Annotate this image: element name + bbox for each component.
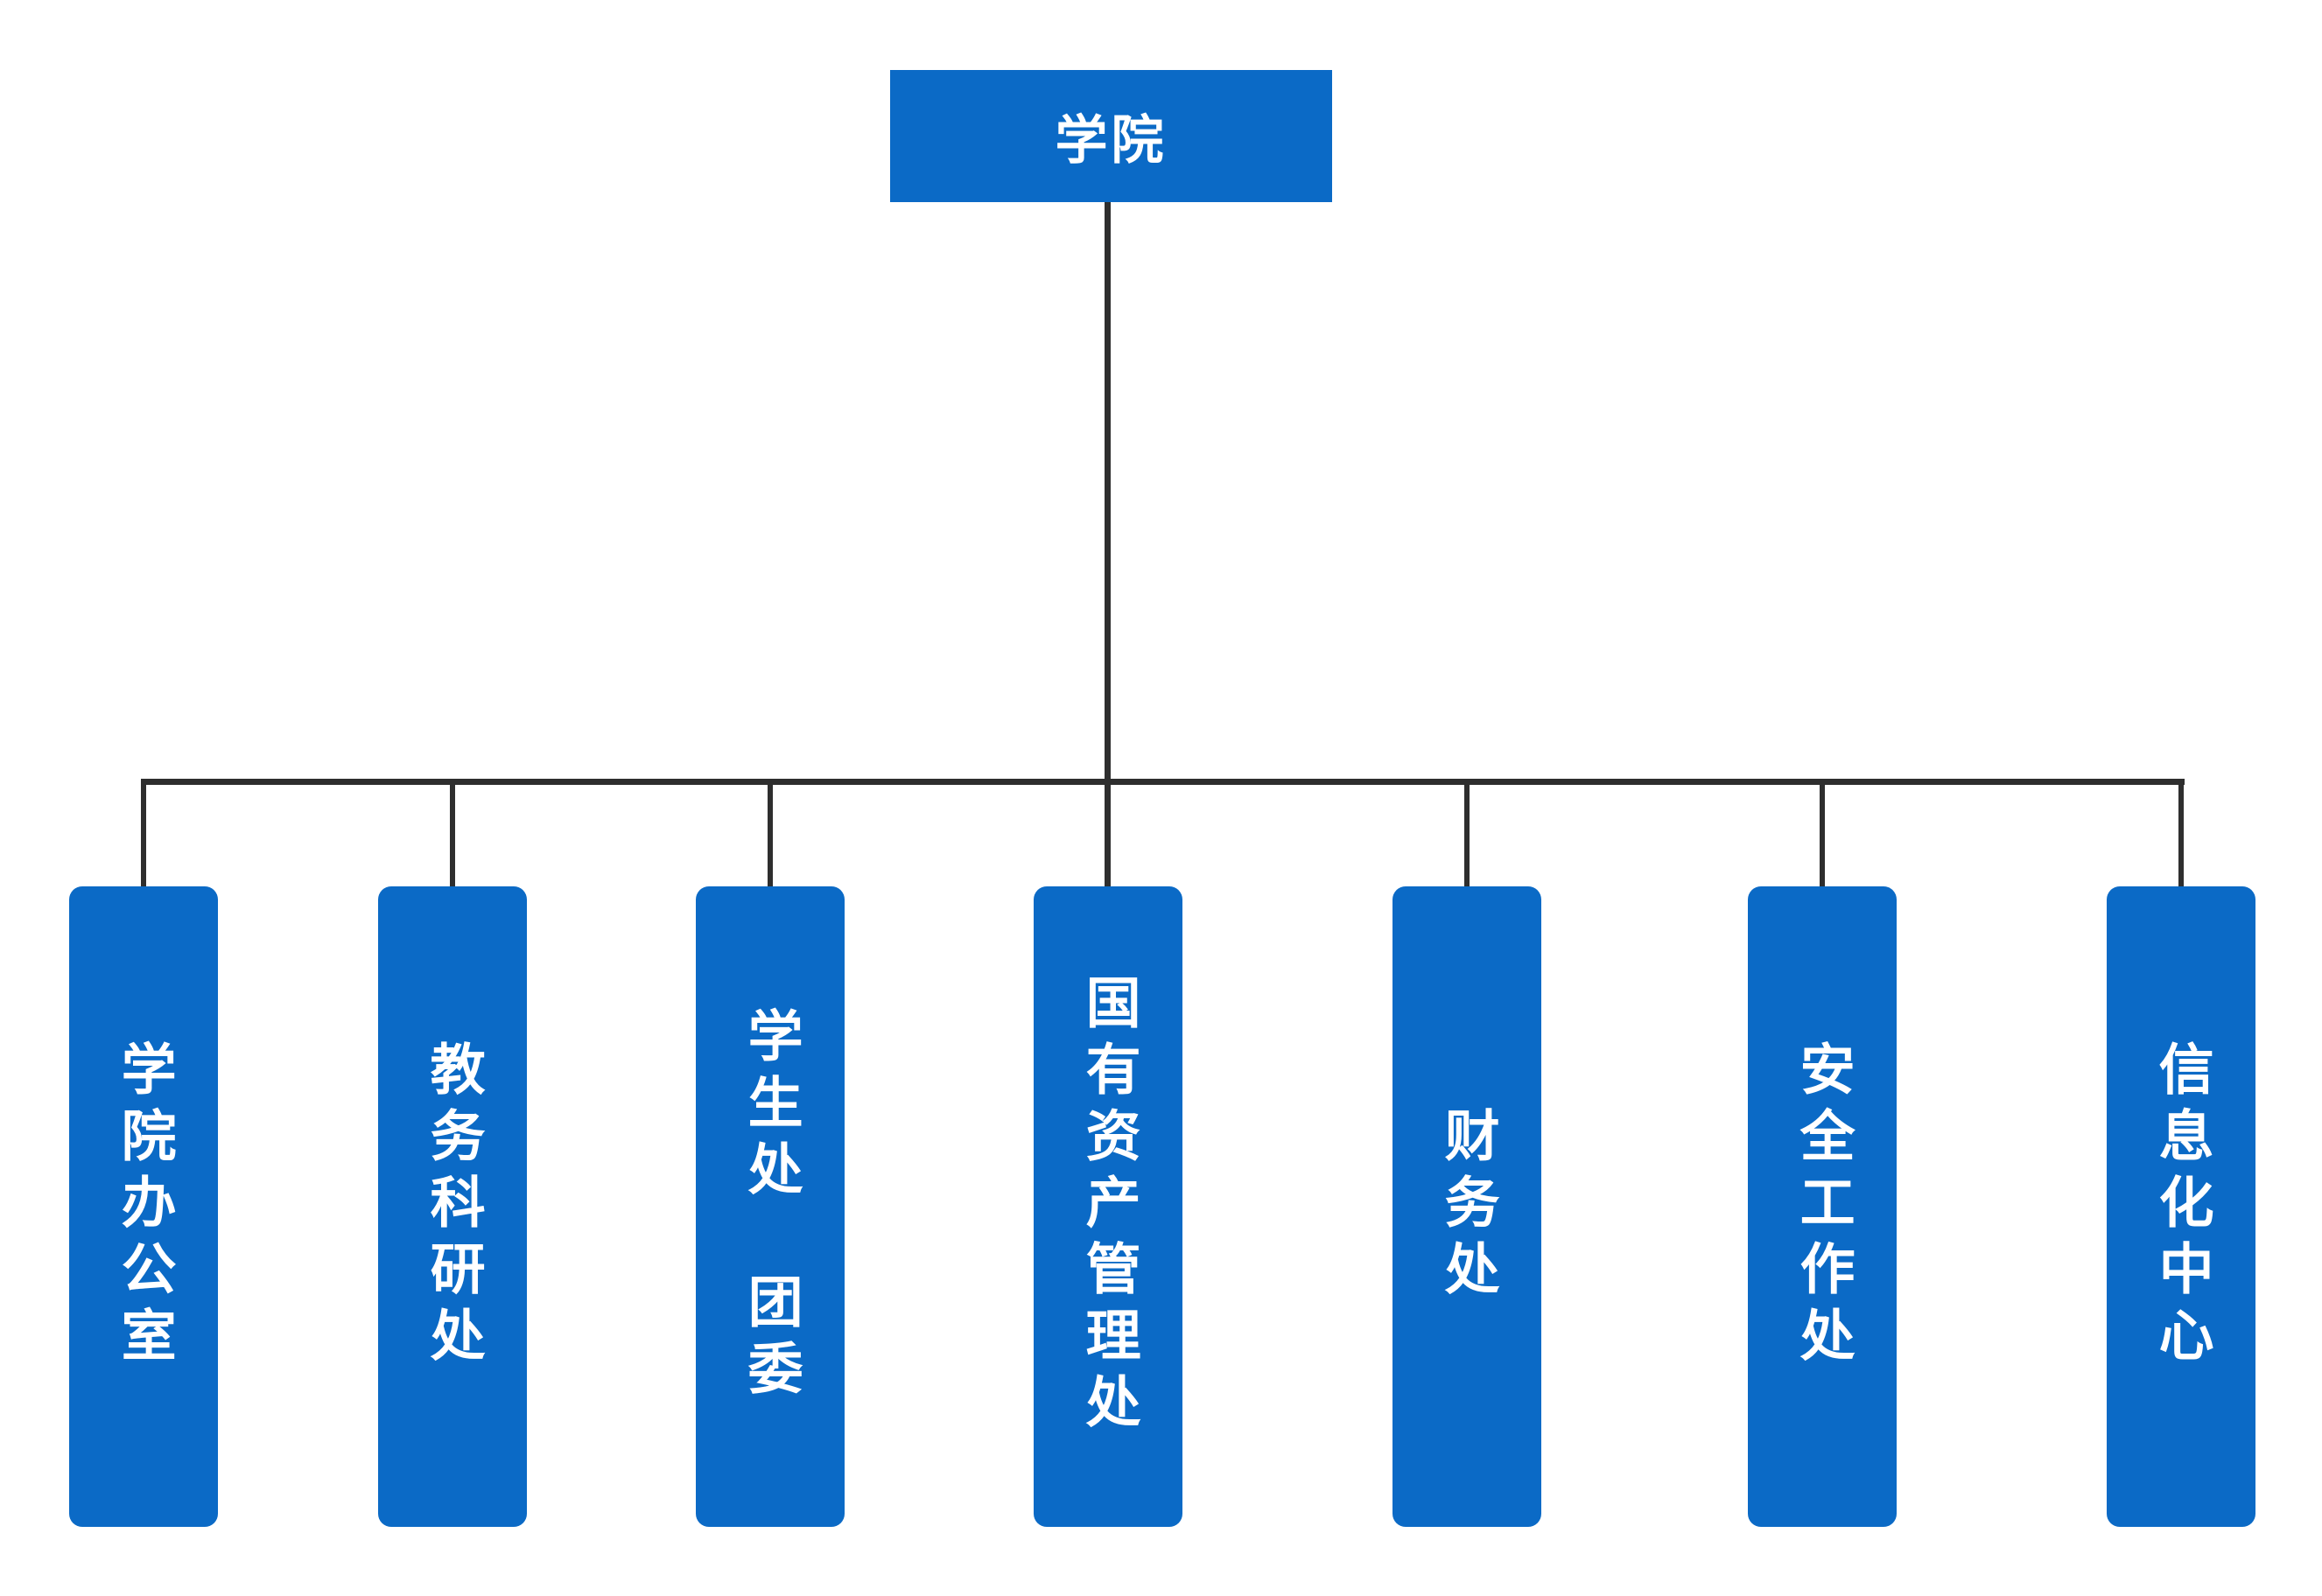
org-node-dept-1-label: 学院办公室 xyxy=(113,1040,175,1373)
org-node-dept-6: 安全工作处 xyxy=(1748,886,1897,1527)
org-node-root: 学院 xyxy=(890,70,1332,202)
connector-stub-dept-2 xyxy=(450,779,455,886)
org-node-dept-2-label: 教务科研处 xyxy=(422,1040,484,1373)
org-node-dept-4: 国有资产管理处 xyxy=(1034,886,1182,1527)
org-node-dept-6-label: 安全工作处 xyxy=(1792,1040,1854,1373)
org-node-root-label: 学院 xyxy=(1055,111,1168,170)
org-node-dept-7-label: 信息化中心 xyxy=(2150,1040,2213,1373)
org-node-dept-3-label: 学生处 团委 xyxy=(740,1007,802,1406)
connector-root-vertical xyxy=(1105,202,1111,886)
org-node-dept-5-label: 财务处 xyxy=(1436,1107,1498,1306)
org-node-dept-7: 信息化中心 xyxy=(2107,886,2255,1527)
connector-stub-dept-3 xyxy=(768,779,773,886)
org-node-dept-3: 学生处 团委 xyxy=(696,886,845,1527)
org-node-dept-2: 教务科研处 xyxy=(378,886,527,1527)
org-node-dept-5: 财务处 xyxy=(1392,886,1541,1527)
connector-stub-dept-7 xyxy=(2178,779,2184,886)
org-node-dept-1: 学院办公室 xyxy=(69,886,218,1527)
connector-stub-dept-1 xyxy=(141,779,146,886)
connector-stub-dept-6 xyxy=(1820,779,1825,886)
org-node-dept-4-label: 国有资产管理处 xyxy=(1077,974,1140,1439)
connector-bus-horizontal xyxy=(141,779,2185,785)
connector-stub-dept-5 xyxy=(1464,779,1470,886)
